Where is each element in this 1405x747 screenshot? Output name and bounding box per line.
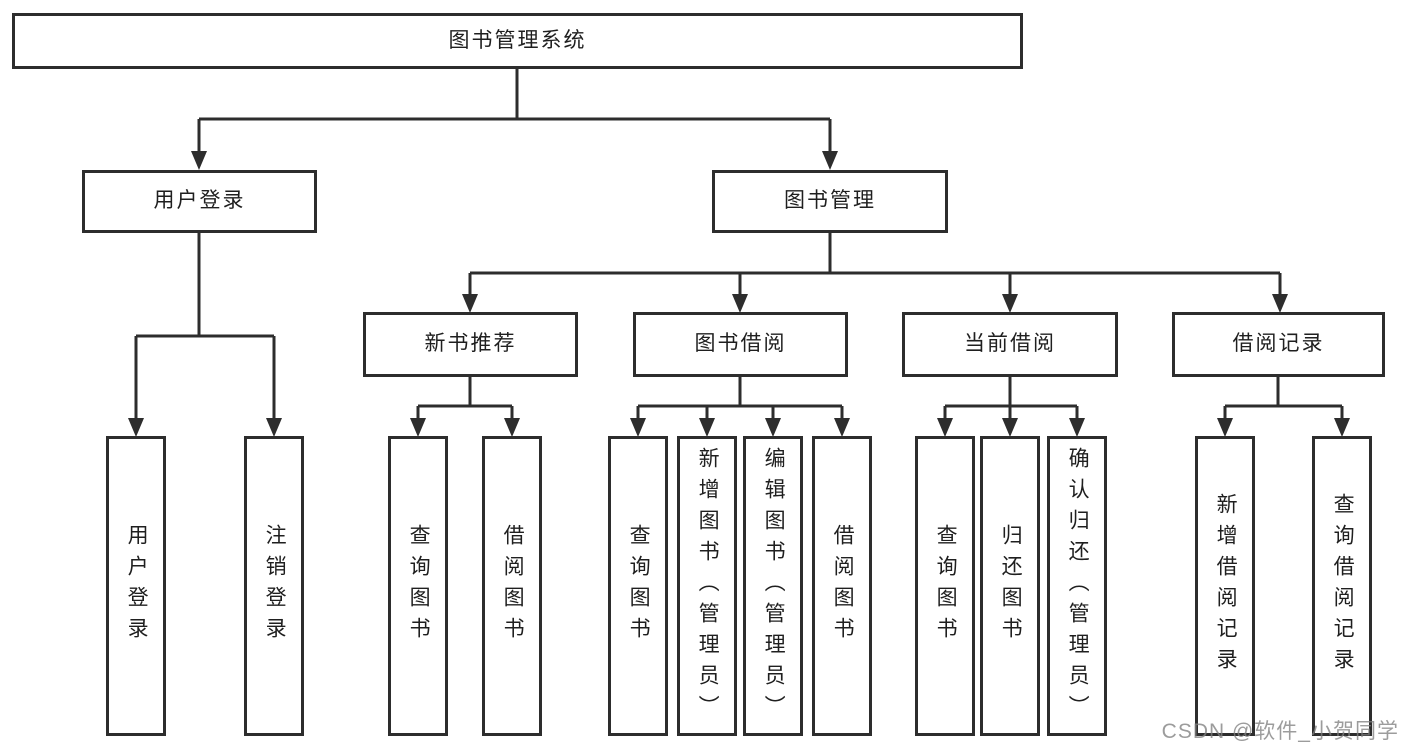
leaf-logout-login: 注销登录 <box>244 436 304 736</box>
node-new-book-recommend: 新书推荐 <box>363 312 578 377</box>
leaf-borrow-books-recommend: 借阅图书 <box>482 436 542 736</box>
leaf-query-borrow-record: 查询借阅记录 <box>1312 436 1372 736</box>
node-current-borrow: 当前借阅 <box>902 312 1118 377</box>
leaf-query-books-current: 查询图书 <box>915 436 975 736</box>
leaf-query-books-recommend: 查询图书 <box>388 436 448 736</box>
node-book-management: 图书管理 <box>712 170 948 233</box>
node-borrow-records: 借阅记录 <box>1172 312 1385 377</box>
connector-arrowheads <box>128 151 1350 437</box>
watermark: CSDN @软件_小贺同学 <box>1161 720 1399 743</box>
leaf-borrow-books: 借阅图书 <box>812 436 872 736</box>
leaf-query-books-borrow: 查询图书 <box>608 436 668 736</box>
connector-lines <box>134 69 1344 422</box>
node-user-login: 用户登录 <box>82 170 317 233</box>
leaf-user-login: 用户登录 <box>106 436 166 736</box>
leaf-return-books: 归还图书 <box>980 436 1040 736</box>
node-root: 图书管理系统 <box>12 13 1023 69</box>
leaf-edit-books-admin: 编辑图书（管理员） <box>743 436 803 736</box>
leaf-add-borrow-record: 新增借阅记录 <box>1195 436 1255 736</box>
node-book-borrow: 图书借阅 <box>633 312 848 377</box>
leaf-confirm-return-admin: 确认归还（管理员） <box>1047 436 1107 736</box>
leaf-add-books-admin: 新增图书（管理员） <box>677 436 737 736</box>
